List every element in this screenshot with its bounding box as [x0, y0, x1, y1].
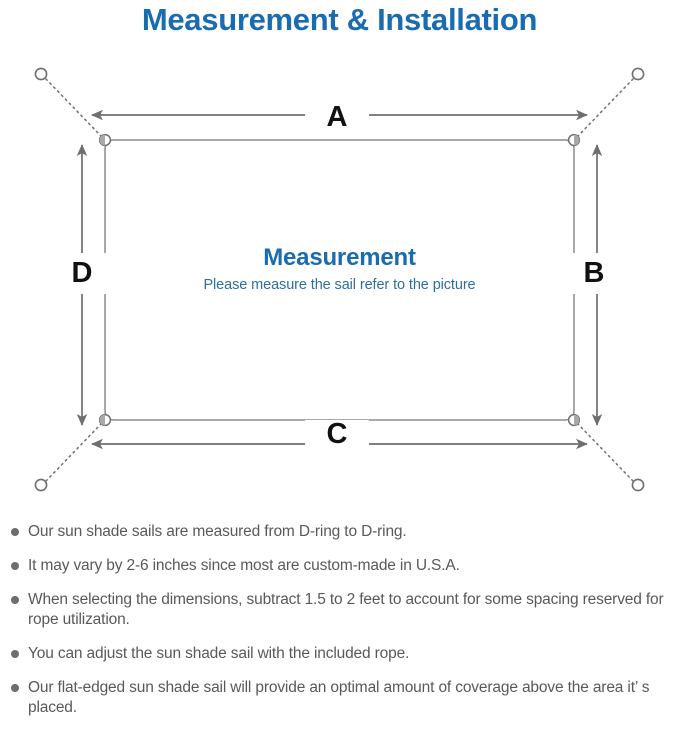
anchor-bottom-right — [631, 478, 645, 492]
anchor-points — [34, 67, 645, 492]
rope-bottom-left — [45, 423, 102, 482]
anchor-bottom-left — [34, 478, 48, 492]
d-ring-bottom-right-shade — [574, 414, 580, 426]
bullet-icon — [11, 650, 19, 658]
measurement-diagram: Measurement Please measure the sail refe… — [0, 44, 679, 522]
rope-lines — [45, 78, 634, 482]
dimension-label-d: D — [53, 253, 111, 294]
notes-list: Our sun shade sails are measured from D-… — [0, 522, 679, 732]
anchor-top-right — [631, 67, 645, 81]
rope-bottom-right — [577, 423, 634, 482]
list-item-text: Our flat-edged sun shade sail will provi… — [28, 679, 650, 716]
bullet-icon — [11, 596, 19, 604]
list-item: Our sun shade sails are measured from D-… — [0, 522, 679, 542]
bullet-icon — [11, 562, 19, 570]
list-item: When selecting the dimensions, subtract … — [0, 590, 679, 630]
d-rings — [98, 133, 581, 427]
page-title: Measurement & Installation — [141, 2, 538, 37]
bullet-icon — [11, 684, 19, 692]
list-item: Our flat-edged sun shade sail will provi… — [0, 678, 679, 718]
d-ring-top-right-shade — [574, 134, 580, 146]
sail-center-title: Measurement — [263, 244, 416, 271]
sail-center-subtitle: Please measure the sail refer to the pic… — [203, 277, 476, 293]
rope-top-right — [577, 78, 634, 137]
d-ring-bottom-left-shade — [99, 414, 105, 426]
d-ring-top-left-shade — [99, 134, 105, 146]
list-item-text: When selecting the dimensions, subtract … — [28, 591, 664, 628]
dimension-label-b: B — [565, 253, 623, 294]
list-item-text: It may vary by 2-6 inches since most are… — [28, 557, 460, 574]
list-item-text: You can adjust the sun shade sail with t… — [28, 645, 410, 662]
dimension-label-a: A — [305, 103, 369, 132]
list-item: It may vary by 2-6 inches since most are… — [0, 556, 679, 576]
list-item-text: Our sun shade sails are measured from D-… — [28, 523, 407, 540]
rope-top-left — [45, 78, 102, 137]
list-item: You can adjust the sun shade sail with t… — [0, 644, 679, 664]
anchor-top-left — [34, 67, 48, 81]
dimension-label-c: C — [305, 420, 369, 449]
bullet-icon — [11, 528, 19, 536]
